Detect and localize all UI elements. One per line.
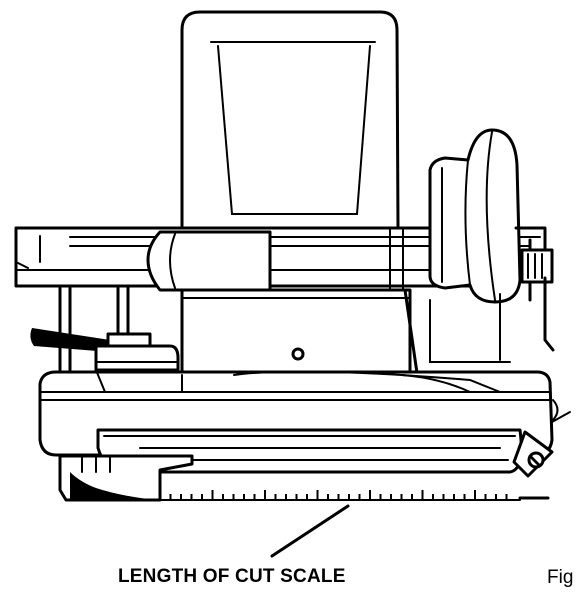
scale-ticks [159, 490, 508, 500]
left-posts [58, 286, 130, 374]
lower-guide [96, 428, 523, 474]
bottom-left-bracket [58, 454, 194, 502]
wing-nut-icon [512, 399, 571, 500]
length-of-cut-scale-label: LENGTH OF CUT SCALE [118, 566, 346, 587]
right-rod [403, 288, 511, 382]
length-of-cut-scale-icon [155, 490, 521, 501]
side-bracket [514, 226, 555, 352]
callout-leader [270, 504, 350, 558]
lock-lever-icon [30, 328, 180, 372]
center-column [180, 288, 412, 377]
handle-icon [180, 10, 400, 230]
adjustment-knob-icon [428, 128, 522, 304]
figure-tag: Fig [547, 567, 574, 588]
motor-joint [146, 229, 404, 292]
